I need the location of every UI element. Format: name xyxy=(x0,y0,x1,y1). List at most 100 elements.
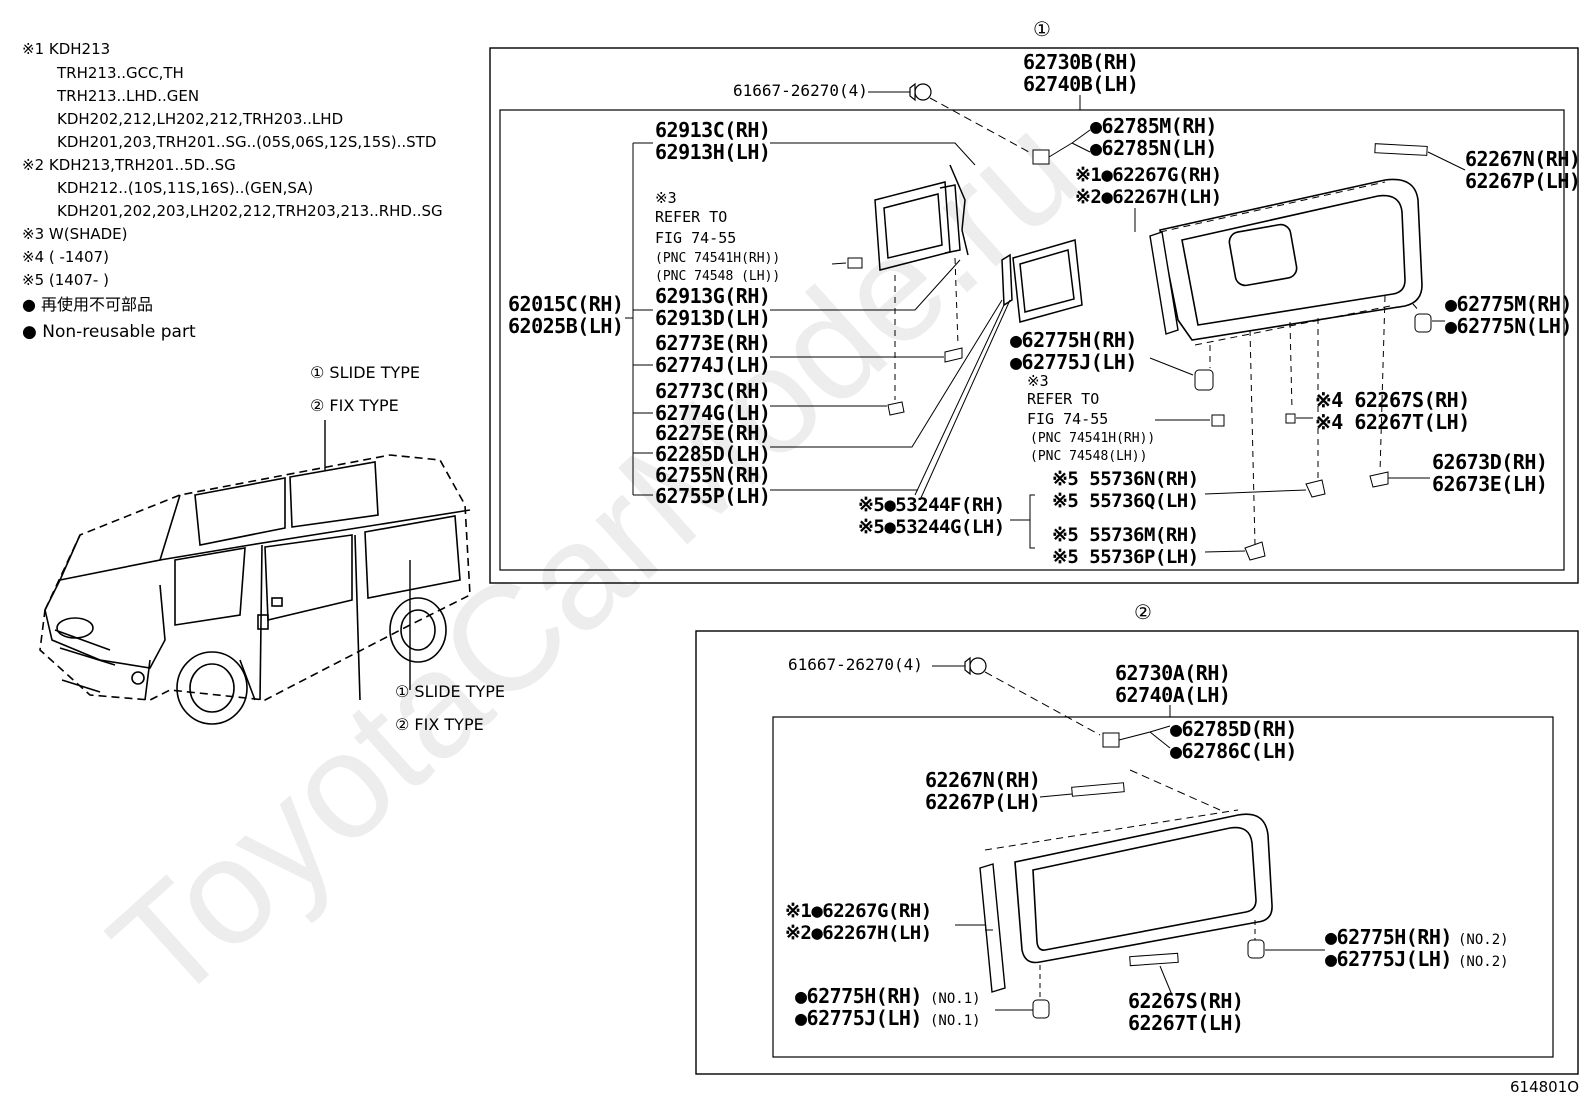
s1-55736m: ※5 55736M(RH) xyxy=(1052,524,1199,546)
s2-62775j-no1: ●62775J(LH) xyxy=(795,1006,922,1030)
s2-62786c: ●62786C(LH) xyxy=(1170,739,1297,763)
s1-ref-note: ※3 xyxy=(655,189,677,207)
note-2-line: KDH201,202,203,LH202,212,TRH203,213..RHD… xyxy=(57,202,443,220)
clip-icon xyxy=(1032,999,1050,1019)
moulding-strip-icon xyxy=(1374,143,1428,156)
s2-62267p: 62267P(LH) xyxy=(925,790,1040,814)
s1-62775j: ●62775J(LH) xyxy=(1010,350,1137,374)
clip-icon xyxy=(909,82,932,102)
s1-62773c: 62773C(RH) xyxy=(655,379,770,403)
note-1-line: TRH213..LHD..GEN xyxy=(56,87,199,105)
van-top-slide-type: ① SLIDE TYPE xyxy=(310,363,420,382)
watermark: ToyotaCarMode.ru xyxy=(79,83,1108,1034)
s1-main-rh: 62730B(RH) xyxy=(1023,50,1138,74)
s1-ref-pnc1: (PNC 74541H(RH)) xyxy=(655,251,780,266)
clip-bracket-icon xyxy=(1102,732,1120,748)
s2-main-lh: 62740A(LH) xyxy=(1115,683,1230,707)
s1-62775n: ●62775N(LH) xyxy=(1445,314,1572,338)
s2-no2-a: (NO.2) xyxy=(1458,932,1509,948)
s1-ref2-pnc2: (PNC 74548(LH)) xyxy=(1030,449,1147,464)
s1-62785m: ●62785M(RH) xyxy=(1090,114,1217,138)
s2-no2-b: (NO.2) xyxy=(1458,954,1509,970)
figure-id: 614801O xyxy=(1510,1078,1579,1096)
van-callouts xyxy=(324,420,411,690)
clip-icon xyxy=(964,656,987,676)
moulding-strip-icon xyxy=(1071,782,1125,797)
clip-icon xyxy=(1247,939,1265,959)
s2-62785d: ●62785D(RH) xyxy=(1170,717,1297,741)
s1-62267n: 62267N(RH) xyxy=(1465,147,1580,171)
s1-62025b: 62025B(LH) xyxy=(508,314,623,338)
s1-62773e: 62773E(RH) xyxy=(655,331,770,355)
van-top-fix-type: ② FIX TYPE xyxy=(310,396,399,415)
s2-clip-label: 61667-26270(4) xyxy=(788,655,923,674)
notes-block: ※1 KDH213 TRH213..GCC,TH TRH213..LHD..GE… xyxy=(22,40,443,342)
s2-62775j-no2: ●62775J(LH) xyxy=(1325,947,1452,971)
s1-62267p: 62267P(LH) xyxy=(1465,169,1580,193)
s1-62673d: 62673D(RH) xyxy=(1432,450,1547,474)
s1-62913h: 62913H(LH) xyxy=(655,140,770,164)
s2-62267n: 62267N(RH) xyxy=(925,768,1040,792)
s1-55736q: ※5 55736Q(LH) xyxy=(1052,490,1199,512)
legend-en: ● Non-reusable part xyxy=(22,322,196,342)
s2-62775h-no1: ●62775H(RH) xyxy=(795,984,922,1008)
note-1-line: TRH213..GCC,TH xyxy=(56,64,184,82)
s2-62267h: ※2●62267H(LH) xyxy=(785,922,932,944)
note-1: ※1 KDH213 xyxy=(22,40,110,58)
section-1-inner-frame xyxy=(499,109,1565,571)
s1-53244f: ※5●53244F(RH) xyxy=(858,494,1005,516)
note-2-line: KDH212..(10S,11S,16S)..(GEN,SA) xyxy=(57,179,313,197)
s1-62267g: ※1●62267G(RH) xyxy=(1075,164,1222,186)
s1-ref2-fig: FIG 74-55 xyxy=(1027,410,1108,428)
note-1-line: KDH202,212,LH202,212,TRH203..LHD xyxy=(57,110,343,128)
note-2: ※2 KDH213,TRH201..5D..SG xyxy=(22,156,236,174)
s1-ref2-note: ※3 xyxy=(1027,372,1049,390)
s1-ref-to: REFER TO xyxy=(655,208,727,226)
s1-62913g: 62913G(RH) xyxy=(655,284,770,308)
section-2: ② 61667-26270(4) 62730A(RH) 62740A(LH) ●… xyxy=(695,600,1579,1075)
van-bottom-fix-type: ② FIX TYPE xyxy=(395,715,484,734)
s2-62267g: ※1●62267G(RH) xyxy=(785,900,932,922)
s1-55736p: ※5 55736P(LH) xyxy=(1052,546,1199,568)
s1-62755n: 62755N(RH) xyxy=(655,463,770,487)
s2-no1-a: (NO.1) xyxy=(930,991,981,1007)
clip-bracket-icon xyxy=(1032,149,1050,165)
s1-ref2-pnc1: (PNC 74541H(RH)) xyxy=(1030,431,1155,446)
van-labels: ① SLIDE TYPE ② FIX TYPE ① SLIDE TYPE ② F… xyxy=(310,363,505,734)
s2-main-rh: 62730A(RH) xyxy=(1115,661,1230,685)
s1-main-lh: 62740B(LH) xyxy=(1023,72,1138,96)
s2-62267t: 62267T(LH) xyxy=(1128,1011,1243,1035)
s2-no1-b: (NO.1) xyxy=(930,1013,981,1029)
small-clip-icons xyxy=(887,313,1432,561)
s1-62267t: ※4 62267T(LH) xyxy=(1315,410,1470,434)
s1-62275e: 62275E(RH) xyxy=(655,421,770,445)
section-2-outer-frame xyxy=(695,630,1579,1075)
s1-62913d: 62913D(LH) xyxy=(655,306,770,330)
fixed-glass-frame xyxy=(1001,239,1083,323)
note-4: ※4 ( -1407) xyxy=(22,248,109,266)
shade-plug-icon xyxy=(847,257,863,269)
van-illustration xyxy=(39,454,471,725)
section-1-outer-frame xyxy=(489,47,1579,584)
s1-62267h: ※2●62267H(LH) xyxy=(1075,186,1222,208)
s1-ref-fig: FIG 74-55 xyxy=(655,229,736,247)
s1-55736n: ※5 55736N(RH) xyxy=(1052,468,1199,490)
s1-62775h: ●62775H(RH) xyxy=(1010,328,1137,352)
s1-62267s: ※4 62267S(RH) xyxy=(1315,388,1470,412)
channel-strip-icon xyxy=(1149,231,1179,335)
s2-62267s: 62267S(RH) xyxy=(1128,989,1243,1013)
s1-62673e: 62673E(LH) xyxy=(1432,472,1547,496)
s1-53244g: ※5●53244G(LH) xyxy=(858,516,1005,538)
channel-strip-icon xyxy=(979,863,1006,993)
sliding-glass-frame xyxy=(874,164,969,271)
s2-62775h-no2: ●62775H(RH) xyxy=(1325,925,1452,949)
s1-62015c: 62015C(RH) xyxy=(508,292,623,316)
note-5: ※5 (1407- ) xyxy=(22,271,109,289)
window-glass-assembly xyxy=(1159,178,1423,341)
s1-62755p: 62755P(LH) xyxy=(655,484,770,508)
section-2-inner-frame xyxy=(772,716,1554,1058)
s1-62913c: 62913C(RH) xyxy=(655,118,770,142)
section-1: ① 61667-26270(4) 62730B(RH) 62740B(LH) ●… xyxy=(489,17,1581,584)
s1-ref-pnc2: (PNC 74548 (LH)) xyxy=(655,269,780,284)
section-1-marker: ① xyxy=(1033,17,1051,41)
